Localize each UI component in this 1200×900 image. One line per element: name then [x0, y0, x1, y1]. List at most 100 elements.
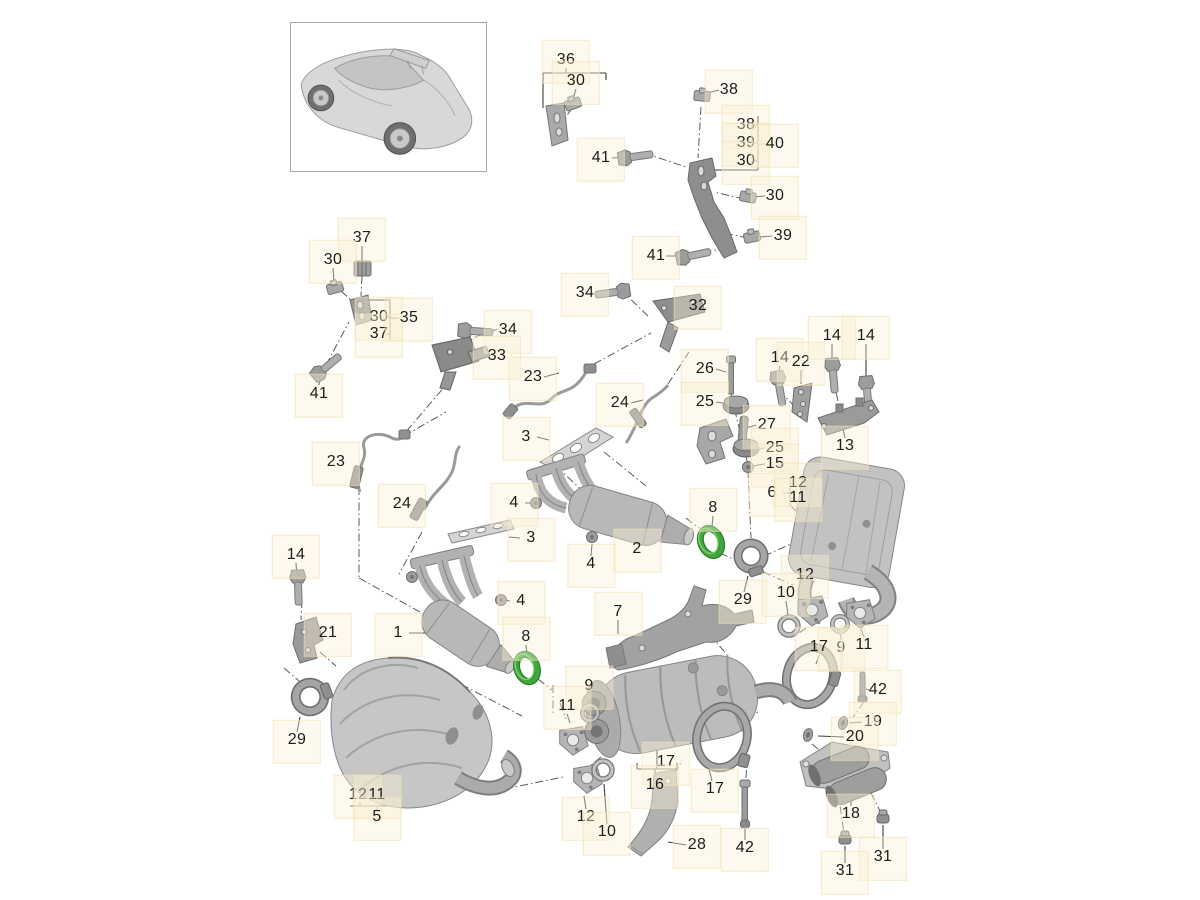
part-callout-35[interactable]: 35: [399, 309, 419, 326]
part-callout-12[interactable]: 12: [576, 808, 596, 825]
part-callout-25[interactable]: 25: [765, 439, 785, 456]
stud-42-right: [857, 671, 868, 703]
part-callout-14[interactable]: 14: [822, 327, 842, 344]
part-callout-37[interactable]: 37: [352, 229, 372, 246]
manifold-gasket-3-lower: [447, 519, 515, 544]
part-callout-34[interactable]: 34: [575, 284, 595, 301]
part-callout-14[interactable]: 14: [770, 349, 790, 366]
part-callout-38[interactable]: 38: [736, 116, 756, 133]
part-callout-7[interactable]: 7: [613, 603, 623, 620]
front-silencer-5: [330, 656, 522, 809]
part-callout-40[interactable]: 40: [765, 135, 785, 152]
part-callout-37[interactable]: 37: [369, 325, 389, 342]
part-callout-30[interactable]: 30: [323, 251, 343, 268]
part-callout-3[interactable]: 3: [521, 428, 531, 445]
car-thumbnail-box: [290, 22, 487, 172]
part-callout-15[interactable]: 15: [765, 455, 785, 472]
part-callout-3[interactable]: 3: [526, 529, 536, 546]
part-callout-17[interactable]: 17: [809, 638, 829, 655]
part-callout-11[interactable]: 11: [855, 636, 873, 653]
main-silencer-16: [581, 655, 797, 758]
manifold-catalyst-2: [526, 453, 695, 546]
part-callout-30[interactable]: 30: [736, 152, 756, 169]
part-callout-12[interactable]: 12: [795, 566, 815, 583]
part-callout-17[interactable]: 17: [705, 780, 725, 797]
part-callout-18[interactable]: 18: [841, 805, 861, 822]
car-thumbnail: [300, 48, 473, 155]
part-callout-41[interactable]: 41: [591, 149, 611, 166]
part-callout-4[interactable]: 4: [509, 494, 519, 511]
part-callout-16[interactable]: 16: [645, 776, 665, 793]
part-callout-30[interactable]: 30: [566, 72, 586, 89]
part-callout-5[interactable]: 5: [372, 808, 382, 825]
part-callout-23[interactable]: 23: [326, 453, 346, 470]
part-callout-13[interactable]: 13: [835, 437, 855, 454]
part-callout-11[interactable]: 11: [558, 697, 576, 714]
part-callout-39[interactable]: 39: [773, 227, 793, 244]
bracket-22: [791, 382, 813, 423]
grommet-block-37: [353, 260, 372, 277]
part-callout-9[interactable]: 9: [836, 639, 846, 656]
callout-pointer-lines: [295, 68, 884, 863]
manifold-catalyst-1: [409, 545, 517, 674]
seal-ring-8-right: [696, 524, 726, 560]
part-callout-23[interactable]: 23: [523, 368, 543, 385]
part-callout-32[interactable]: 32: [688, 297, 708, 314]
front-hub: [318, 95, 324, 101]
part-callout-28[interactable]: 28: [687, 836, 707, 853]
part-callout-38[interactable]: 38: [719, 81, 739, 98]
part-callout-34[interactable]: 34: [498, 321, 518, 338]
part-callout-20[interactable]: 20: [845, 728, 865, 745]
support-plate-13: [817, 397, 880, 436]
part-callout-19[interactable]: 19: [863, 713, 883, 730]
part-callout-4[interactable]: 4: [516, 592, 526, 609]
part-callout-10[interactable]: 10: [776, 584, 796, 601]
part-callout-30[interactable]: 30: [765, 187, 785, 204]
part-callout-29[interactable]: 29: [287, 731, 307, 748]
wing-supports: [407, 60, 425, 75]
part-callout-24[interactable]: 24: [392, 495, 412, 512]
tailpipe-18: [799, 741, 891, 808]
part-callout-6[interactable]: 6: [767, 484, 777, 501]
part-callout-12[interactable]: 12: [348, 786, 368, 803]
bracket-40: [687, 157, 738, 259]
part-callout-39[interactable]: 39: [736, 134, 756, 151]
part-callout-9[interactable]: 9: [584, 677, 594, 694]
support-bracket-7: [605, 585, 755, 671]
bracket-36: [545, 102, 569, 147]
part-callout-29[interactable]: 29: [733, 591, 753, 608]
part-callout-8[interactable]: 8: [708, 499, 718, 516]
part-callout-22[interactable]: 22: [791, 353, 811, 370]
part-callout-31[interactable]: 31: [835, 862, 855, 879]
part-callout-41[interactable]: 41: [309, 385, 329, 402]
part-callout-27[interactable]: 27: [757, 416, 777, 433]
part-callout-36[interactable]: 36: [556, 51, 576, 68]
bracket-33: [431, 336, 491, 391]
part-callout-30[interactable]: 30: [369, 308, 389, 325]
part-callout-17[interactable]: 17: [656, 753, 676, 770]
part-callout-25[interactable]: 25: [695, 393, 715, 410]
part-callout-26[interactable]: 26: [695, 360, 715, 377]
part-callout-2[interactable]: 2: [632, 540, 642, 557]
part-callout-4[interactable]: 4: [586, 555, 596, 572]
seal-ring-8-left: [513, 650, 541, 686]
part-callout-24[interactable]: 24: [610, 394, 630, 411]
part-callout-14[interactable]: 14: [856, 327, 876, 344]
part-callout-10[interactable]: 10: [597, 823, 617, 840]
oxygen-sensor-24-upper: [624, 384, 670, 444]
part-callout-11[interactable]: 11: [368, 786, 386, 803]
part-callout-21[interactable]: 21: [318, 624, 338, 641]
car-rear-wing: [389, 48, 431, 69]
holder-bracket-28: [627, 769, 679, 857]
part-callout-42[interactable]: 42: [735, 839, 755, 856]
part-callout-12[interactable]: 12: [788, 474, 808, 491]
part-callout-1[interactable]: 1: [393, 624, 403, 641]
part-callout-11[interactable]: 11: [789, 489, 807, 506]
part-callout-33[interactable]: 33: [487, 347, 507, 364]
part-callout-42[interactable]: 42: [868, 681, 888, 698]
part-callout-14[interactable]: 14: [286, 546, 306, 563]
part-callout-8[interactable]: 8: [521, 628, 531, 645]
part-callout-41[interactable]: 41: [646, 247, 666, 264]
part-callout-31[interactable]: 31: [873, 848, 893, 865]
